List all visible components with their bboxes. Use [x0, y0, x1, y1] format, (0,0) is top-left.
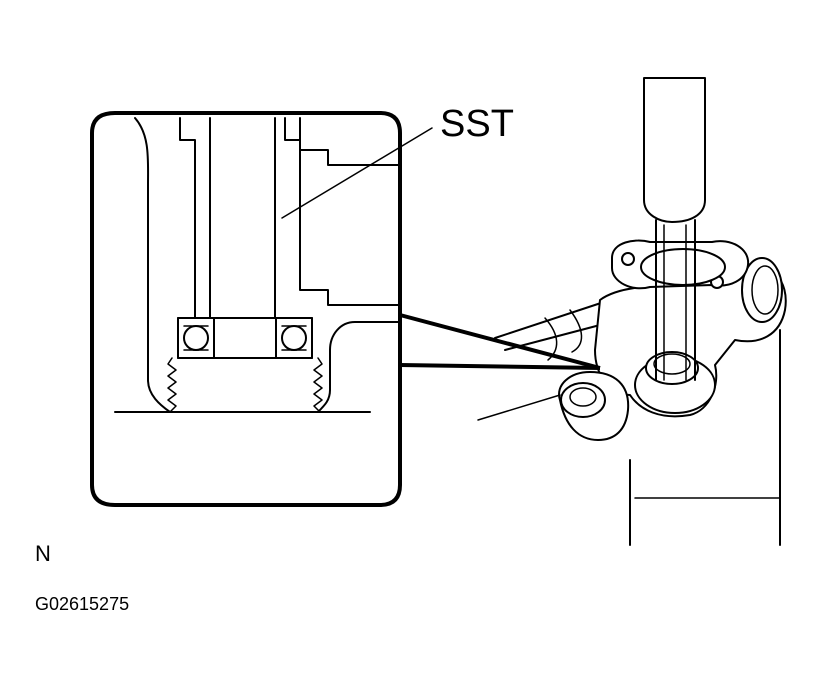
sst-leader-line [281, 127, 433, 219]
steering-housing-assembly [477, 239, 787, 546]
direction-label: N [35, 541, 51, 566]
sst-label: SST [440, 103, 514, 145]
detail-inset [90, 111, 402, 507]
figure-code: G02615275 [35, 594, 129, 614]
callout-connector [399, 313, 601, 370]
sst-press-tool [643, 77, 706, 381]
